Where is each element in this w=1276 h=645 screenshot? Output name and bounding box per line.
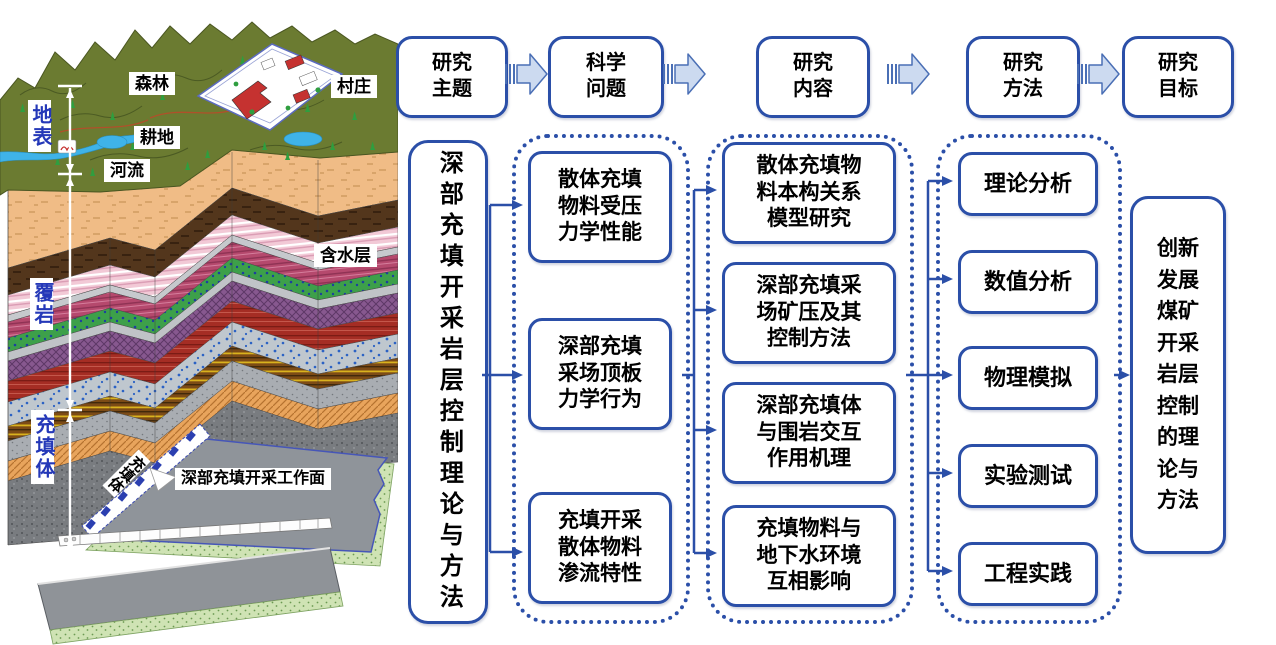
content-box-4: 充填物料与 地下水环境 互相影响 [722,505,896,607]
farmland-label: 耕地 [134,126,180,150]
village [196,43,344,131]
header-research-content: 研究 内容 [756,36,870,118]
mine-entrance-icon [57,139,77,154]
working-face-label: 深部充填开采工作面 [175,468,332,490]
geology-illustration [0,21,398,645]
backfill-zone-label: 充填体 [31,410,54,484]
surface-zone-label: 地表 [28,100,51,152]
content-box-3: 深部充填体 与围岩交互 作用机理 [722,382,896,484]
content-box-2: 深部充填采 场矿压及其 控制方法 [722,262,896,364]
method-box-4: 实验测试 [958,444,1098,508]
problem-box-2: 深部充填 采场顶板 力学行为 [528,318,672,430]
topic-box: 深部充填开采岩层控制理论与方法 [408,140,488,624]
direction-arrow [149,467,177,492]
mountain-terrain [0,21,398,196]
working-face [37,423,395,645]
forest-label: 森林 [129,72,175,96]
village-label: 村庄 [331,75,377,99]
fault-lines [7,152,319,545]
method-box-3: 物理模拟 [958,346,1098,410]
aquifer-label: 含水层 [314,244,377,268]
method-box-1: 理论分析 [958,152,1098,216]
conveyor [57,517,333,547]
river-label: 河流 [104,159,150,183]
header-research-goal: 研究 目标 [1122,36,1234,118]
problem-box-1: 散体充填 物料受压 力学性能 [528,151,672,263]
header-scientific-problems: 科学 问题 [548,36,664,118]
header-research-topic: 研究 主题 [396,36,508,118]
method-box-2: 数值分析 [958,250,1098,314]
problem-box-3: 充填开采 散体物料 渗流特性 [528,492,672,604]
header-research-methods: 研究 方法 [966,36,1080,118]
depth-measure-line [58,84,82,554]
content-box-1: 散体充填物 料本构关系 模型研究 [722,142,896,244]
goal-box: 创新 发展 煤矿 开采 岩层 控制 的理 论与 方法 [1130,196,1226,554]
method-box-5: 工程实践 [958,542,1098,606]
overburden-zone-label: 覆岩 [30,278,53,330]
